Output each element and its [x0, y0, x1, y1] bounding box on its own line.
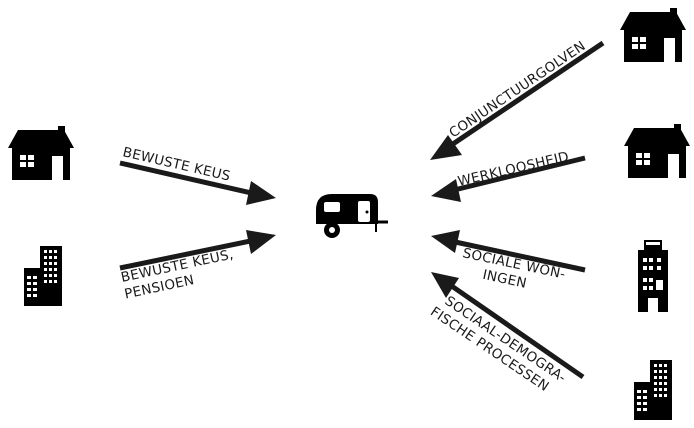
apartment-building-icon — [24, 246, 62, 306]
arrowhead-right-3 — [431, 230, 460, 253]
arrowhead-left-2 — [246, 230, 276, 254]
caravan-icon — [316, 194, 388, 238]
arrow-left-1 — [119, 160, 261, 198]
arrow-right-1 — [442, 40, 605, 153]
house-icon — [8, 126, 74, 180]
arrow-right-3 — [445, 237, 586, 273]
house-icon — [620, 8, 686, 62]
apartment-building-icon — [634, 360, 672, 420]
house-icon — [624, 124, 690, 178]
label-right-1: CONJUNCTUURGOLVEN — [446, 38, 588, 141]
label-right-4: SOCIAAL-DEMOGRA- FISCHE PROCESSEN — [427, 290, 573, 403]
townhouse-icon — [638, 240, 668, 312]
label-right-2: WERKLOOSHEID — [456, 149, 570, 190]
label-left-1: BEWUSTE KEUS — [121, 144, 232, 184]
arrowhead-left-1 — [246, 181, 276, 205]
arrowhead-right-2 — [431, 179, 461, 202]
arrow-right-2 — [445, 155, 586, 195]
arrows — [119, 40, 605, 380]
arrowhead-right-4 — [431, 272, 459, 298]
arrowhead-right-1 — [430, 135, 462, 160]
arrow-left-2 — [119, 236, 261, 271]
arrow-right-4 — [441, 277, 585, 380]
